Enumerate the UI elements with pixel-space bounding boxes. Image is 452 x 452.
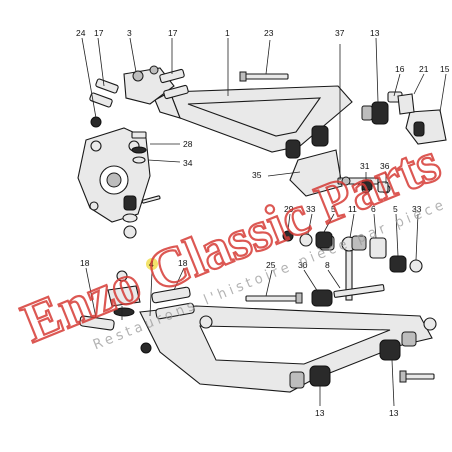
callout-4: 4 xyxy=(149,259,154,269)
callout-23: 23 xyxy=(264,28,274,38)
callout-labels: 24 17 3 17 1 23 37 13 15 16 21 28 34 35 … xyxy=(76,28,450,418)
bracket-15 xyxy=(397,93,447,145)
callout-3: 3 xyxy=(127,28,132,38)
callout-13: 13 xyxy=(370,28,380,38)
upright-lower-stack xyxy=(122,195,161,239)
callout-highlight xyxy=(146,258,158,270)
callout-8: 8 xyxy=(325,260,330,270)
callout-16: 16 xyxy=(395,64,405,74)
callout-18: 18 xyxy=(80,258,90,268)
small-hardware xyxy=(282,179,423,273)
callout-17: 17 xyxy=(94,28,104,38)
callout-36: 36 xyxy=(380,161,390,171)
callout-37: 37 xyxy=(335,28,345,38)
link-35 xyxy=(289,44,391,197)
callout-6: 6 xyxy=(371,204,376,214)
callout-29: 29 xyxy=(284,204,294,214)
lower-bushings xyxy=(289,331,435,389)
callout-5: 5 xyxy=(393,204,398,214)
callout-11: 11 xyxy=(348,204,357,214)
callout-34: 34 xyxy=(183,158,193,168)
plates-18 xyxy=(79,286,195,331)
ball-joint-4 xyxy=(107,270,152,354)
callout-33: 33 xyxy=(306,204,316,214)
callout-1: 1 xyxy=(225,28,230,38)
bolt-23 xyxy=(239,71,289,82)
callout-31: 31 xyxy=(360,161,370,171)
callout-13: 13 xyxy=(389,408,399,418)
callout-33: 33 xyxy=(412,204,422,214)
hub-carrier xyxy=(77,127,151,223)
top-mount-3 xyxy=(89,65,189,128)
callout-18: 18 xyxy=(178,258,188,268)
callout-21: 21 xyxy=(419,64,429,74)
callout-15: 15 xyxy=(440,64,450,74)
ball-joint-upper xyxy=(131,131,181,164)
leader-lines xyxy=(81,37,447,407)
callout-30: 30 xyxy=(298,260,308,270)
callout-35: 35 xyxy=(252,170,262,180)
bolt-25 xyxy=(245,292,303,304)
callout-24: 24 xyxy=(76,28,86,38)
callout-17: 17 xyxy=(168,28,178,38)
callout-28: 28 xyxy=(183,139,193,149)
callout-25: 25 xyxy=(266,260,276,270)
callout-5: 5 xyxy=(331,204,336,214)
upper-wishbone xyxy=(154,85,353,153)
callout-13: 13 xyxy=(315,408,325,418)
lower-wishbone xyxy=(139,305,437,393)
upper-bushings xyxy=(285,91,403,159)
